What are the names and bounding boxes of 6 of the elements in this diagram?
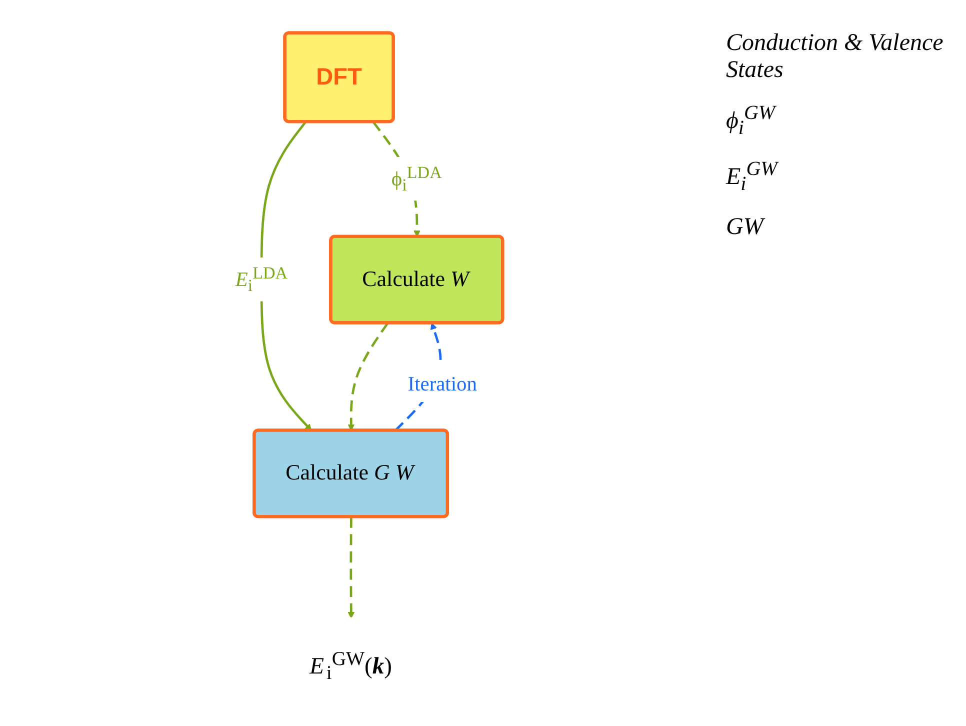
edge-label: Iteration	[408, 372, 477, 396]
symbol-label: GW	[726, 214, 766, 241]
arrow	[348, 322, 389, 431]
arrow	[348, 516, 355, 618]
node-text: E$_{i}$$^{GW}$(k)	[310, 648, 392, 684]
note-text: Conduction & Valence States	[726, 30, 944, 84]
